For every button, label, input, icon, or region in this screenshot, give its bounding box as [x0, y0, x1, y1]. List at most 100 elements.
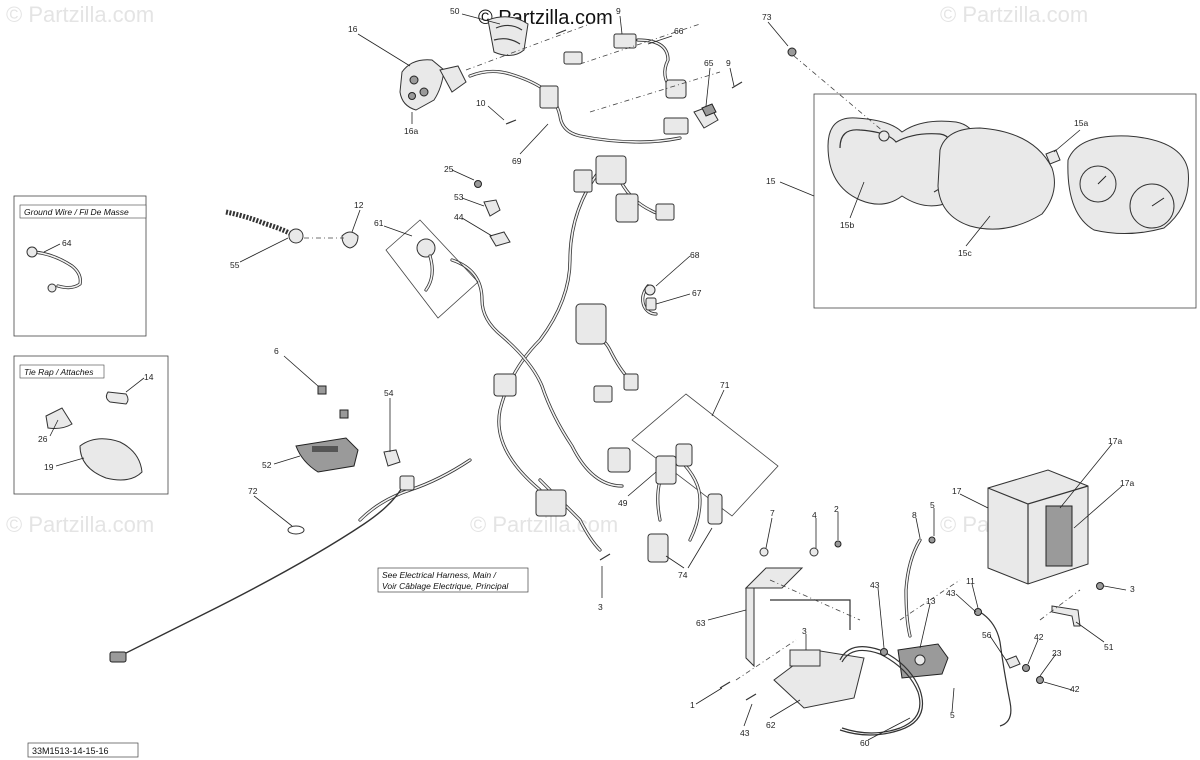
solenoid-13 — [897, 643, 949, 679]
screw-3-right — [1096, 582, 1104, 590]
note-line-2: Voir Câblage Electrique, Principal — [382, 581, 509, 591]
callout-49: 49 — [618, 498, 628, 508]
washer-72 — [287, 525, 305, 535]
screw-9-top — [555, 29, 567, 35]
connector-54 — [383, 449, 401, 467]
callout-52: 52 — [262, 460, 272, 470]
relay-65 — [693, 103, 719, 129]
cable-55 — [225, 209, 304, 244]
callout-9: 9 — [726, 58, 731, 68]
cable-8 — [904, 538, 922, 638]
leader-lines — [43, 13, 1127, 741]
callout-11: 11 — [966, 576, 975, 586]
bulb-15a — [1045, 149, 1061, 165]
clip-26 — [45, 407, 73, 429]
callout-12: 12 — [354, 200, 364, 210]
callout-51: 51 — [1104, 642, 1114, 652]
callout-62: 62 — [766, 720, 776, 730]
callout-5-top: 5 — [930, 500, 935, 510]
nut-43 — [880, 648, 888, 656]
callout-2: 2 — [834, 504, 839, 514]
callout-9-top: 9 — [616, 6, 621, 16]
screw-3 — [599, 553, 611, 561]
callout-71: 71 — [720, 380, 730, 390]
main-harness — [358, 155, 675, 552]
plate-44 — [489, 231, 511, 247]
callout-42: 42 — [1070, 684, 1080, 694]
callout-15c: 15c — [958, 248, 972, 258]
nut-42b — [1036, 676, 1044, 684]
callout-15b: 15b — [840, 220, 854, 230]
screw-2 — [834, 540, 842, 548]
connector — [663, 117, 689, 135]
cluster-lens-15c — [937, 127, 1055, 230]
ground-wire-64 — [26, 246, 82, 293]
callout-56: 56 — [982, 630, 992, 640]
battery-17 — [987, 469, 1089, 585]
connector-66 — [636, 38, 687, 99]
tie-rap-inset-title: Tie Rap / Attaches — [24, 367, 94, 377]
callout-16a: 16a — [404, 126, 418, 136]
bracket-51 — [1051, 605, 1081, 627]
callout-19: 19 — [44, 462, 54, 472]
watermark-top-right: © Partzilla.com — [940, 2, 1088, 27]
callout-54: 54 — [384, 388, 394, 398]
nut-43-right — [974, 608, 982, 616]
callout-23: 23 — [1052, 648, 1062, 658]
connector — [563, 51, 583, 65]
callout-53: 53 — [454, 192, 464, 202]
nut-25 — [474, 180, 482, 188]
callout-17a: 17a — [1120, 478, 1134, 488]
callout-17: 17 — [952, 486, 962, 496]
callout-10: 10 — [476, 98, 486, 108]
note-line-1: See Electrical Harness, Main / — [382, 570, 497, 580]
callout-60: 60 — [860, 738, 870, 748]
callout-7: 7 — [770, 508, 775, 518]
callout-42-top: 42 — [1034, 632, 1044, 642]
callout-61: 61 — [374, 218, 384, 228]
switch-assembly-16 — [399, 59, 467, 111]
callout-3-bottom: 3 — [802, 626, 807, 636]
screw-1 — [719, 681, 731, 689]
callout-63: 63 — [696, 618, 706, 628]
diagram-code: 33M1513-14-15-16 — [32, 746, 109, 756]
screw-5 — [928, 536, 936, 544]
callout-16: 16 — [348, 24, 358, 34]
callout-15a: 15a — [1074, 118, 1088, 128]
note-box — [377, 567, 529, 593]
tie-rap-19 — [79, 438, 143, 481]
callout-14: 14 — [144, 372, 154, 382]
callout-3-left: 3 — [598, 602, 603, 612]
callout-64: 64 — [62, 238, 72, 248]
callout-65: 65 — [704, 58, 714, 68]
callout-43: 43 — [870, 580, 880, 590]
screw-43-bottom — [745, 693, 757, 701]
fuse-6 — [317, 385, 327, 395]
fuse-box-52 — [295, 437, 359, 473]
callout-1: 1 — [690, 700, 695, 710]
callout-74: 74 — [678, 570, 688, 580]
tie-rap-14 — [105, 391, 129, 405]
callout-5-bottom: 5 — [950, 710, 955, 720]
callout-73: 73 — [762, 12, 772, 22]
bracket-53 — [483, 199, 501, 217]
footer-code-box — [27, 742, 139, 758]
harness-71-parts — [647, 443, 723, 563]
callout-68: 68 — [690, 250, 700, 260]
callout-labels: 50 9 66 16 16a 10 69 65 9 73 15 15a 15b … — [38, 6, 1135, 748]
long-cable — [109, 475, 415, 663]
screw-10 — [505, 119, 517, 125]
ground-wire-inset-title: Ground Wire / Fil De Masse — [24, 207, 129, 217]
callout-44: 44 — [454, 212, 464, 222]
nut-7 — [759, 547, 769, 557]
clip-56 — [1005, 655, 1021, 669]
bracket-63 — [744, 567, 851, 668]
screw-9 — [731, 81, 743, 89]
ground-wire-inset — [13, 195, 147, 337]
watermark-mid-left: © Partzilla.com — [6, 512, 154, 537]
callout-25: 25 — [444, 164, 454, 174]
fuse-6b — [339, 409, 349, 419]
callout-43-bottom: 43 — [740, 728, 750, 738]
callout-69: 69 — [512, 156, 522, 166]
